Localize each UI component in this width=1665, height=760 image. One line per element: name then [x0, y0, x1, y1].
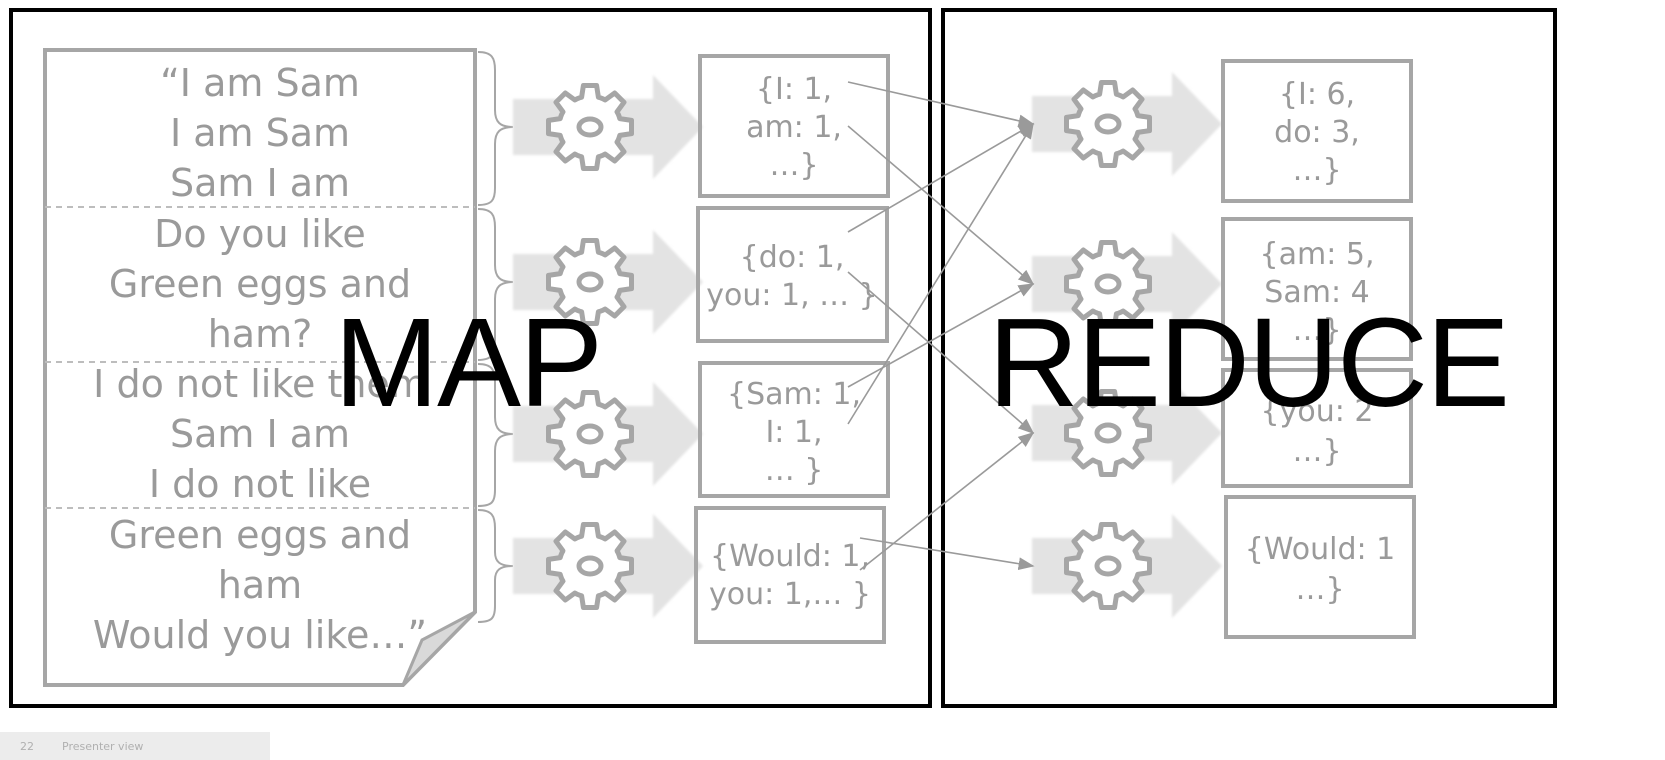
- gear-icon: [546, 83, 634, 171]
- gear-icon: [1064, 522, 1152, 610]
- map-output-box: [698, 361, 890, 498]
- presenter-view-button[interactable]: Presenter view: [62, 740, 144, 753]
- document-line: Sam I am: [170, 412, 350, 456]
- box-text: {I: 1,am: 1,…}{do: 1,you: 1, … }{Sam: 1,…: [706, 72, 1395, 612]
- reduce-output-text: do: 3,: [1274, 115, 1360, 150]
- map-output-text: am: 1,: [746, 110, 842, 145]
- gear-icon: [1064, 80, 1152, 168]
- shuffle-arrow: [847, 283, 1035, 388]
- split-brace: [477, 51, 514, 206]
- reduce-output-box: [1224, 495, 1416, 639]
- map-output-text: {Sam: 1,: [727, 377, 861, 412]
- gear-icon: [546, 390, 634, 478]
- reduce-output-text: …}: [1292, 153, 1341, 188]
- document-line: Sam I am: [170, 161, 350, 205]
- reduce-output-box: [1221, 368, 1413, 488]
- map-output-text: {I: 1,: [756, 72, 832, 107]
- map-output-text: … }: [765, 453, 824, 488]
- map-output-text: {do: 1,: [740, 240, 845, 275]
- document-line: Would you like…”: [93, 613, 427, 657]
- reduce-output-text: …}: [1295, 572, 1344, 607]
- reduce-output-box: [1221, 59, 1413, 203]
- reduce-output-text: Sam: 4: [1264, 275, 1369, 310]
- reduce-output-text: {am: 5,: [1260, 237, 1375, 272]
- document-page-curl: [401, 610, 477, 687]
- map-output-text: I: 1,: [765, 415, 822, 450]
- document-line: Green eggs and: [109, 262, 411, 306]
- document-line: ham?: [208, 312, 313, 356]
- gear-icon: [546, 238, 634, 326]
- document-line: I do not like: [149, 462, 371, 506]
- map-output-text: you: 1, … }: [706, 278, 878, 313]
- slide-number: 22: [20, 740, 34, 753]
- map-label: MAP: [334, 292, 603, 433]
- gear-icon: [1064, 240, 1152, 328]
- document-line: Do you like: [154, 212, 366, 256]
- map-output-box: [694, 506, 886, 644]
- reduce-label: REDUCE: [988, 292, 1510, 433]
- reduce-output-box: [1221, 217, 1413, 361]
- shuffle-arrow: [847, 125, 1035, 286]
- map-output-text: …}: [769, 148, 818, 183]
- reduce-output-text: …}: [1292, 313, 1341, 348]
- reduce-output-text: {I: 6,: [1279, 77, 1355, 112]
- document-line: I am Sam: [170, 111, 350, 155]
- shuffle-arrow: [859, 537, 1035, 571]
- shuffle-arrow: [847, 81, 1035, 128]
- map-output-box: [698, 54, 890, 198]
- shuffle-arrow: [847, 123, 1035, 233]
- shuffle-arrow: [859, 432, 1035, 571]
- mapreduce-shapes: [513, 54, 1416, 644]
- shuffle-arrow: [847, 122, 1034, 425]
- document-line: Green eggs and: [109, 513, 411, 557]
- map-output-box: [696, 206, 889, 343]
- reduce-output-text: …}: [1292, 434, 1341, 469]
- reduce-output-text: {you: 2: [1261, 394, 1374, 429]
- document-line: “I am Sam: [160, 61, 360, 105]
- split-brace: [477, 509, 514, 623]
- gear-icon: [1064, 389, 1152, 477]
- shuffle-arrow: [847, 271, 1035, 435]
- document-line: I do not like them: [93, 362, 427, 406]
- map-output-text: you: 1,… }: [709, 577, 871, 612]
- map-output-text: {Would: 1,: [710, 539, 870, 574]
- reduce-output-text: {Would: 1: [1245, 532, 1395, 567]
- document-line: ham: [218, 563, 302, 607]
- presenter-status-bar[interactable]: 22 Presenter view: [0, 732, 270, 760]
- gear-icon: [546, 522, 634, 610]
